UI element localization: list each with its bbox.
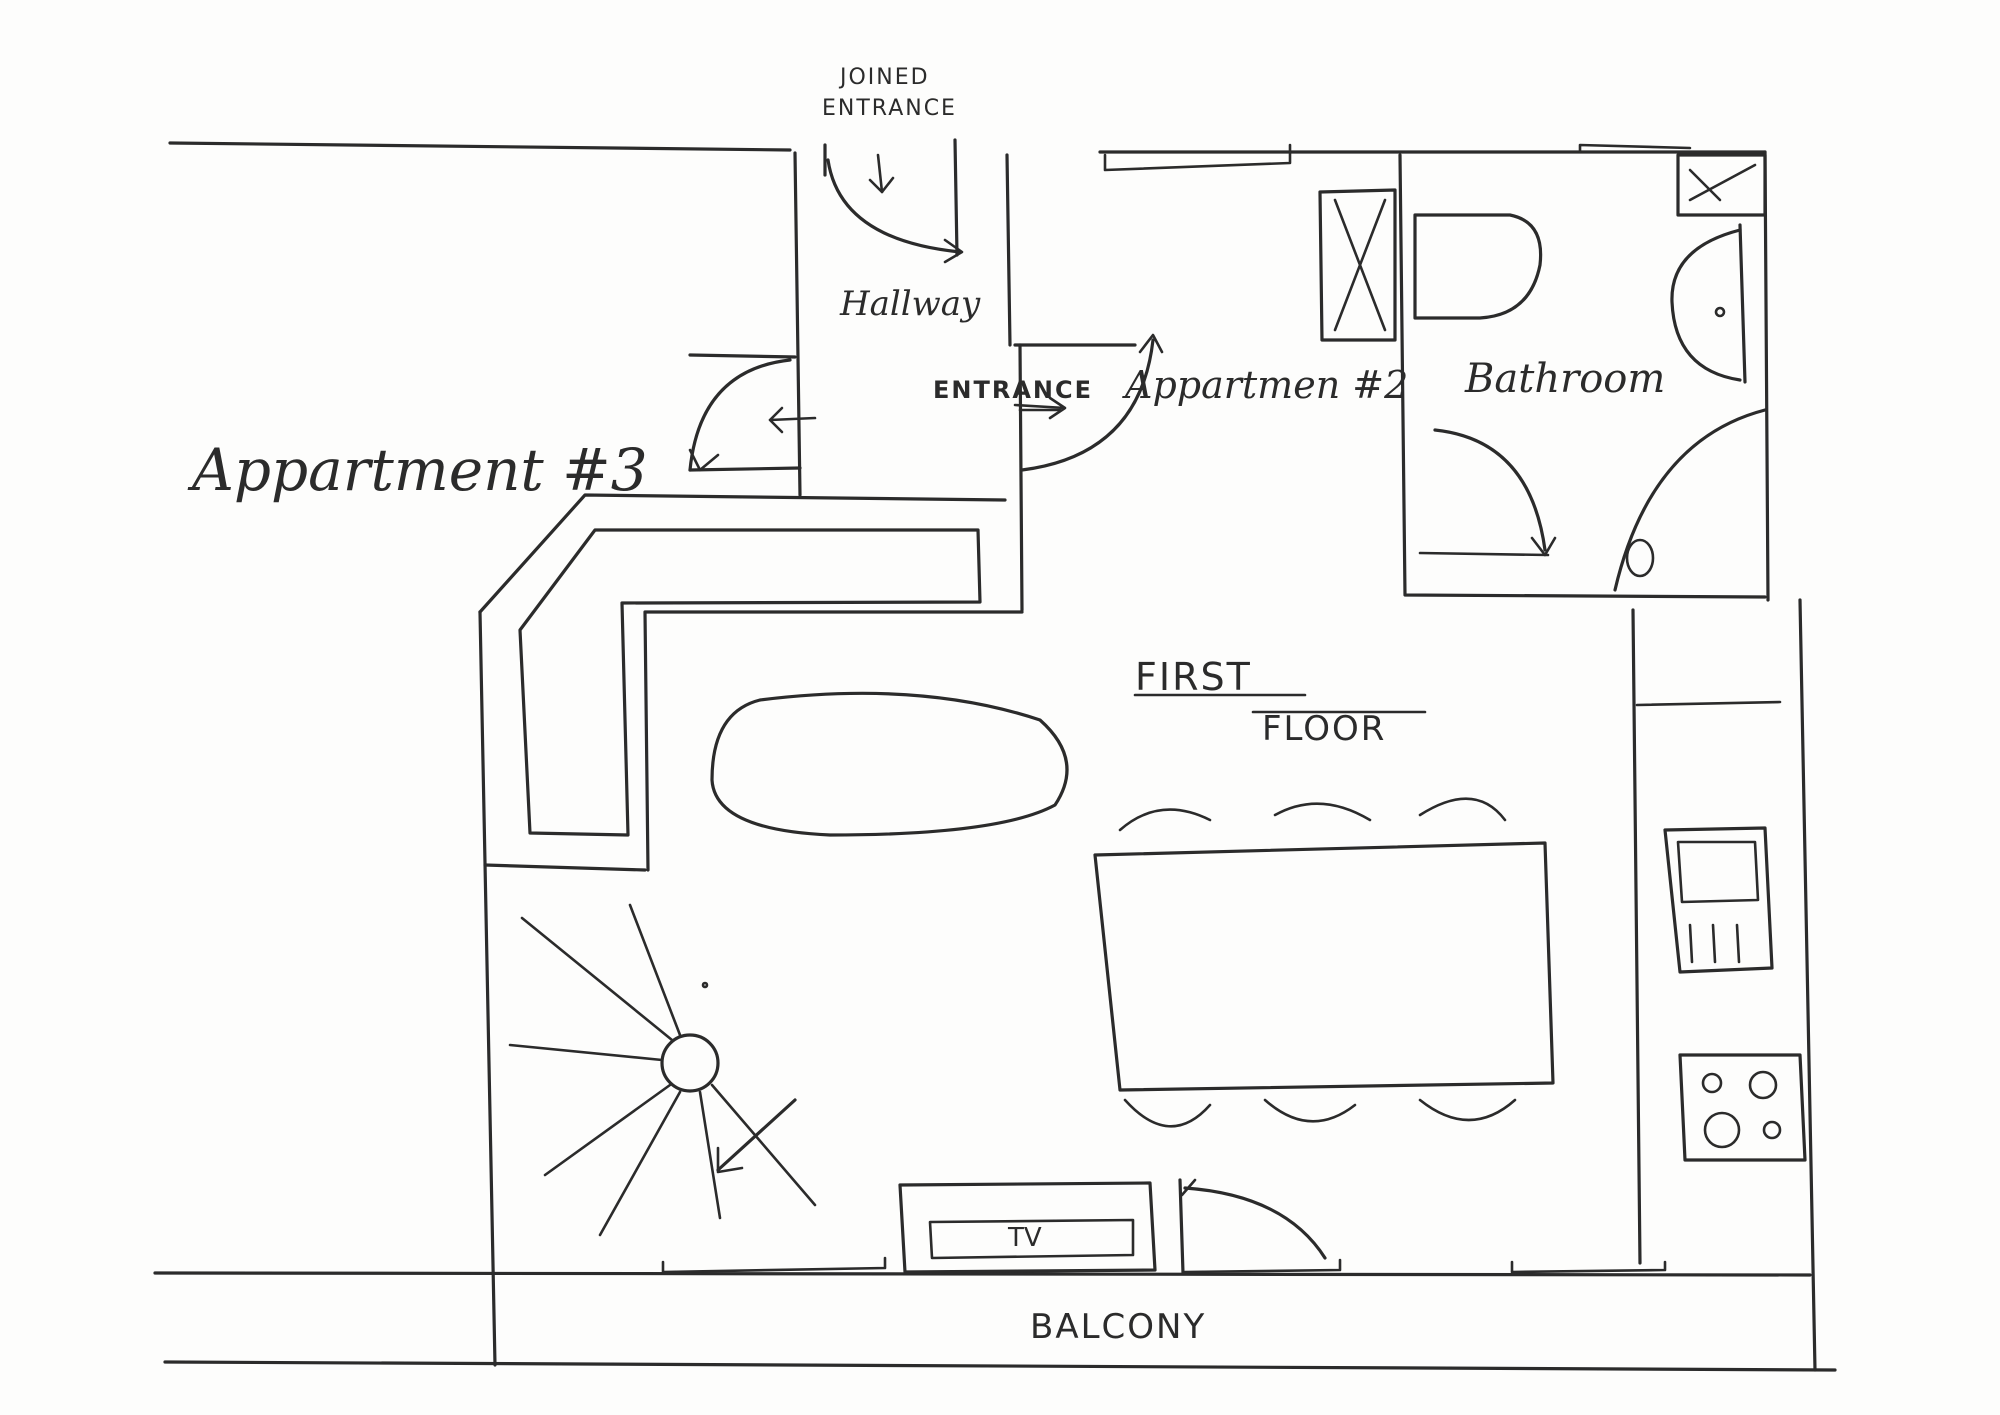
first-floor-label-1: FIRST xyxy=(1135,655,1252,699)
first-floor-label-2: FLOOR xyxy=(1262,709,1386,749)
balcony-label: BALCONY xyxy=(1030,1307,1206,1347)
bathroom xyxy=(1318,153,1767,599)
apartment3-door xyxy=(688,358,817,472)
joined-entrance-door xyxy=(826,153,964,264)
tv-label: TV xyxy=(1007,1223,1042,1253)
balcony-door xyxy=(1178,1178,1327,1275)
kitchen-counter xyxy=(1631,608,1807,1265)
top-windows xyxy=(1103,143,1692,172)
sofa xyxy=(518,528,982,837)
spiral-staircase xyxy=(508,903,817,1237)
tv-console xyxy=(898,1181,1157,1274)
apartment3-label: Appartment #3 xyxy=(187,436,648,504)
building-outline xyxy=(153,141,1837,1372)
joined-entrance-label-2: ENTRANCE xyxy=(822,96,957,121)
entrance-label: ENTRANCE xyxy=(933,376,1093,404)
joined-entrance-label-1: JOINED xyxy=(838,65,930,90)
living-area-walls xyxy=(478,493,1024,1367)
dining-table xyxy=(1093,841,1555,1092)
hallway-label: Hallway xyxy=(839,284,981,324)
apartment2-label: Appartmen #2 xyxy=(1122,363,1408,407)
bottom-windows xyxy=(661,1256,1667,1274)
apartment2-door xyxy=(1013,333,1164,472)
hallway-walls xyxy=(688,138,1137,612)
coffee-table xyxy=(710,691,1069,837)
dining-set xyxy=(1093,797,1555,1128)
sink xyxy=(1663,826,1774,974)
bathroom-label: Bathroom xyxy=(1464,356,1665,402)
stove xyxy=(1678,1053,1807,1162)
